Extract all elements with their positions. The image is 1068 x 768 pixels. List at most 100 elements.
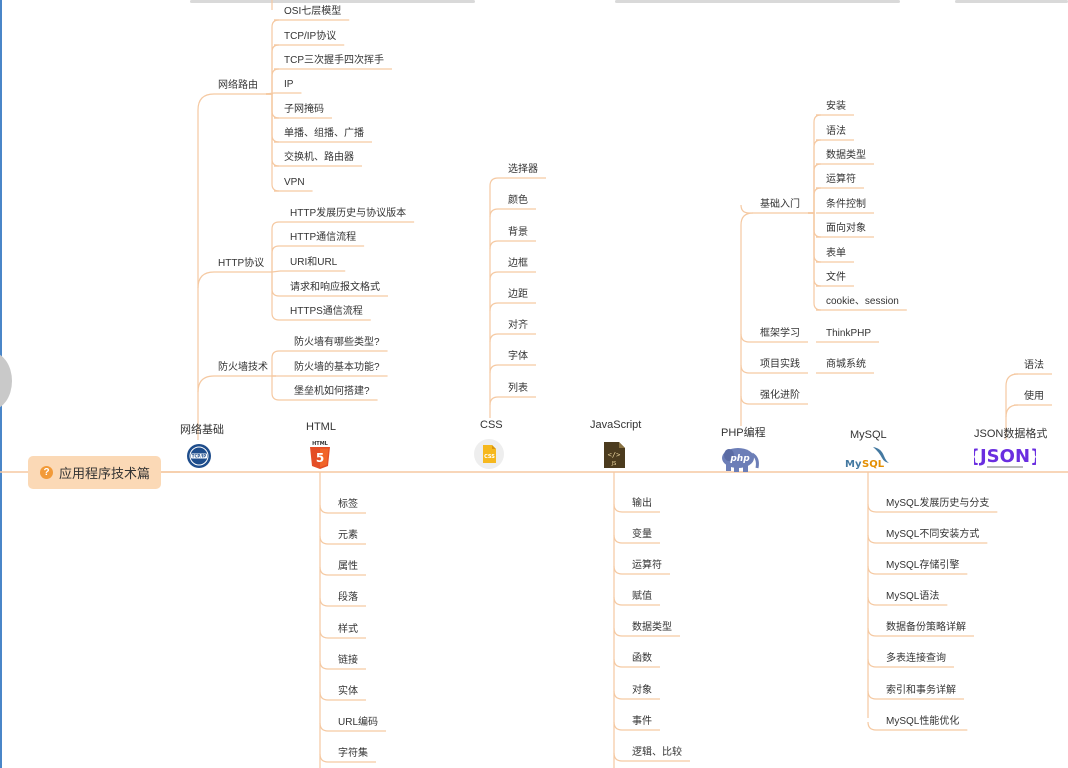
html-item-4[interactable]: 样式 — [338, 624, 358, 635]
connector-line — [319, 629, 329, 639]
mysql-item-5[interactable]: 多表连接查询 — [886, 653, 946, 664]
root-node[interactable]: ? 应用程序技术篇 — [28, 456, 161, 489]
js-item-2[interactable]: 运算符 — [632, 560, 662, 571]
css-item-4[interactable]: 边距 — [508, 289, 528, 300]
php-basic-item-4[interactable]: 条件控制 — [826, 199, 866, 210]
net-item-0-6[interactable]: 交换机、路由器 — [284, 152, 354, 163]
connector-line — [613, 690, 623, 700]
connector-line — [266, 44, 280, 95]
js-item-1[interactable]: 变量 — [632, 529, 652, 540]
net-item-0-3[interactable]: IP — [284, 79, 294, 90]
php-basic-item-2[interactable]: 数据类型 — [826, 150, 866, 161]
php-framework-item-0[interactable]: ThinkPHP — [826, 328, 872, 339]
category-net-label[interactable]: 网络基础 — [180, 424, 224, 436]
net-item-2-1[interactable]: 防火墙的基本功能? — [294, 362, 380, 373]
php-basic-item-3[interactable]: 运算符 — [826, 174, 856, 185]
net-item-1-1[interactable]: HTTP通信流程 — [290, 232, 357, 243]
collapse-handle[interactable] — [0, 352, 12, 410]
net-group-1[interactable]: HTTP协议 — [218, 258, 265, 269]
connector-line — [319, 660, 329, 670]
json-item-0[interactable]: 语法 — [1024, 360, 1044, 371]
js-item-6[interactable]: 对象 — [632, 685, 652, 696]
php-project-item-0[interactable]: 商城系统 — [826, 359, 866, 370]
js-item-5[interactable]: 函数 — [632, 653, 652, 664]
mysql-item-6[interactable]: 索引和事务详解 — [886, 685, 956, 696]
html-item-5[interactable]: 链接 — [338, 655, 358, 666]
php-basic-item-0[interactable]: 安装 — [826, 101, 846, 112]
css-item-0[interactable]: 选择器 — [508, 164, 538, 175]
css-item-5[interactable]: 对齐 — [508, 320, 528, 331]
connector-line — [266, 19, 280, 95]
php-basic-item-8[interactable]: cookie、session — [826, 296, 899, 307]
net-item-0-7[interactable]: VPN — [284, 177, 305, 188]
json-item-1[interactable]: 使用 — [1024, 391, 1044, 402]
css-item-1[interactable]: 颜色 — [508, 195, 528, 206]
category-mysql-label[interactable]: MySQL — [850, 429, 887, 441]
connector-line — [197, 271, 215, 289]
net-group-0[interactable]: 网络路由 — [218, 80, 258, 91]
connector-line — [740, 212, 754, 426]
php-basic-item-1[interactable]: 语法 — [826, 126, 846, 137]
css-item-6[interactable]: 字体 — [508, 351, 528, 362]
category-json-label[interactable]: JSON数据格式 — [974, 428, 1048, 440]
svg-text:My: My — [845, 459, 862, 470]
mysql-item-4[interactable]: 数据备份策略详解 — [886, 622, 966, 633]
net-item-0-0[interactable]: OSI七层模型 — [284, 6, 342, 17]
connector-line — [613, 752, 623, 762]
php-group-0[interactable]: 基础入门 — [760, 199, 800, 210]
net-item-0-1[interactable]: TCP/IP协议 — [284, 31, 337, 42]
php-group-2[interactable]: 项目实践 — [760, 359, 800, 370]
category-css-label[interactable]: CSS — [480, 419, 503, 431]
js-item-4[interactable]: 数据类型 — [632, 622, 672, 633]
connector-line — [808, 114, 822, 214]
html-item-0[interactable]: 标签 — [338, 499, 358, 510]
html-item-2[interactable]: 属性 — [338, 561, 358, 572]
php-group-3[interactable]: 强化进阶 — [760, 390, 800, 401]
connector-line — [319, 722, 329, 732]
js-item-3[interactable]: 赋值 — [632, 591, 652, 602]
net-group-2[interactable]: 防火墙技术 — [218, 362, 268, 373]
php-group-1[interactable]: 框架学习 — [760, 328, 800, 339]
category-php-label[interactable]: PHP编程 — [721, 427, 766, 439]
connector-line — [197, 93, 215, 440]
net-item-1-2[interactable]: URI和URL — [290, 257, 338, 268]
connector-line — [867, 721, 877, 731]
connector-line — [613, 658, 623, 668]
net-item-0-2[interactable]: TCP三次握手四次挥手 — [284, 55, 384, 66]
connector-line — [808, 212, 822, 311]
js-item-0[interactable]: 输出 — [632, 498, 652, 509]
net-item-1-0[interactable]: HTTP发展历史与协议版本 — [290, 208, 407, 219]
category-js-label[interactable]: JavaScript — [590, 419, 642, 431]
html-item-3[interactable]: 段落 — [338, 592, 358, 603]
connector-line — [197, 375, 215, 393]
php-basic-item-7[interactable]: 文件 — [826, 272, 846, 283]
net-item-0-4[interactable]: 子网掩码 — [284, 104, 324, 115]
mysql-item-0[interactable]: MySQL发展历史与分支 — [886, 498, 990, 509]
connector-line — [272, 270, 281, 273]
php-basic-item-5[interactable]: 面向对象 — [826, 223, 866, 234]
net-item-0-5[interactable]: 单播、组播、广播 — [284, 128, 364, 139]
connector-line — [489, 271, 499, 281]
connector-line — [271, 245, 280, 273]
mysql-item-1[interactable]: MySQL不同安装方式 — [886, 529, 980, 540]
net-item-1-3[interactable]: 请求和响应报文格式 — [290, 282, 380, 293]
net-item-2-0[interactable]: 防火墙有哪些类型? — [294, 337, 380, 348]
css-item-3[interactable]: 边框 — [508, 258, 528, 269]
html-item-8[interactable]: 字符集 — [338, 748, 368, 759]
svg-text:HTML: HTML — [312, 441, 329, 447]
mysql-item-3[interactable]: MySQL语法 — [886, 591, 940, 602]
html-item-7[interactable]: URL编码 — [338, 717, 379, 728]
css-item-7[interactable]: 列表 — [508, 383, 528, 394]
js-item-7[interactable]: 事件 — [632, 716, 652, 727]
mysql-item-7[interactable]: MySQL性能优化 — [886, 716, 960, 727]
css-item-2[interactable]: 背景 — [508, 227, 528, 238]
php-basic-item-6[interactable]: 表单 — [826, 248, 846, 259]
html-item-6[interactable]: 实体 — [338, 686, 358, 697]
category-html-label[interactable]: HTML — [306, 421, 336, 433]
svg-text:JS: JS — [611, 461, 617, 467]
js-item-8[interactable]: 逻辑、比较 — [632, 747, 682, 758]
net-item-2-2[interactable]: 堡垒机如何搭建? — [294, 386, 370, 397]
mysql-item-2[interactable]: MySQL存储引擎 — [886, 560, 960, 571]
html-item-1[interactable]: 元素 — [338, 530, 358, 541]
net-item-1-4[interactable]: HTTPS通信流程 — [290, 306, 363, 317]
